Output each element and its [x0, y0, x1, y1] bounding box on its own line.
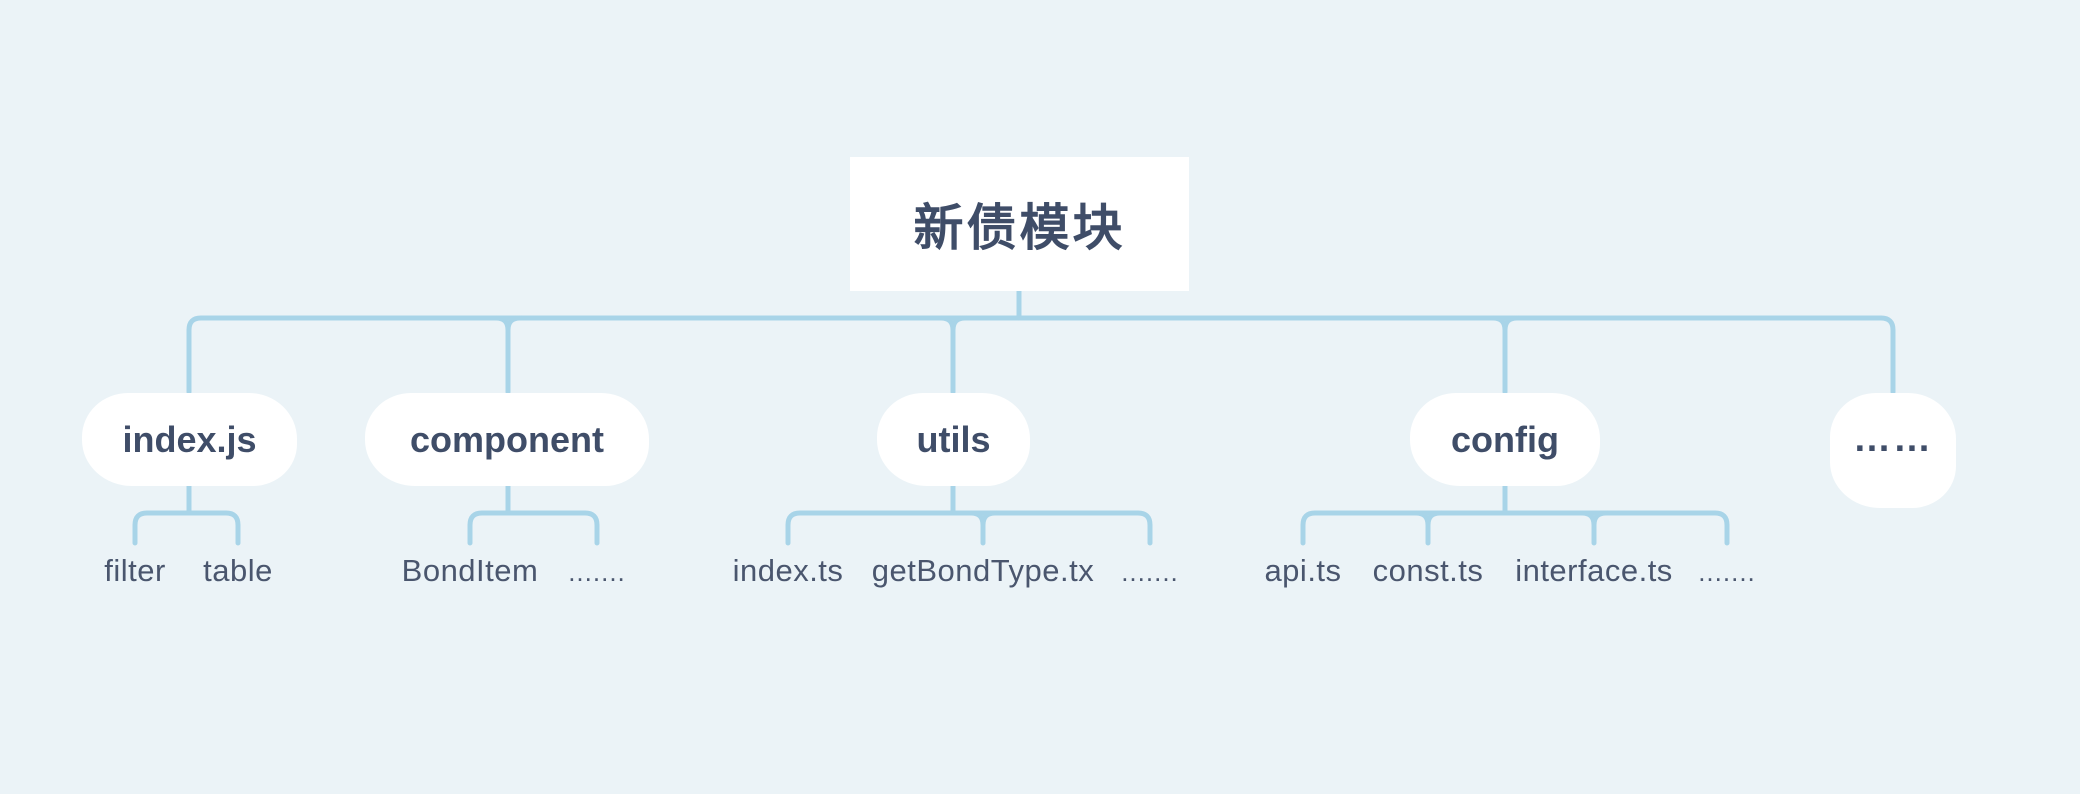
connector-utils-rail: [785, 510, 1153, 546]
leaf-node-table[interactable]: table: [203, 553, 273, 588]
leaf-node-constts[interactable]: const.ts: [1372, 553, 1484, 588]
leaf-node-config-more[interactable]: .......: [1698, 557, 1756, 587]
leaf-node-getbondtype[interactable]: getBondType.tx: [871, 553, 1095, 588]
connector-config-mid-drop-2: [1579, 510, 1609, 546]
leaf-node-bonditem[interactable]: BondItem: [401, 553, 539, 588]
root-node[interactable]: 新债模块: [850, 157, 1189, 291]
connector-config-children: [1300, 483, 1730, 546]
leaf-node-indexts[interactable]: index.ts: [732, 553, 844, 588]
leaf-node-filter[interactable]: filter: [104, 553, 166, 588]
connector-indexjs-rail: [132, 510, 241, 546]
connector-indexjs-children: [132, 483, 241, 546]
connector-component-children: [467, 483, 600, 546]
connector-root-rail: [186, 288, 1896, 395]
leaf-node-interfacets[interactable]: interface.ts: [1515, 553, 1673, 588]
connector-config-mid-drop-1: [1413, 510, 1443, 546]
connector-utils-mid-drop: [968, 510, 998, 546]
connector-to-indexjs: [186, 315, 1022, 395]
branch-node-more[interactable]: ……: [1830, 393, 1956, 508]
leaf-node-apits[interactable]: api.ts: [1264, 553, 1342, 588]
connector-to-utils: [938, 315, 968, 395]
branch-node-config[interactable]: config: [1410, 393, 1600, 486]
branch-node-indexjs[interactable]: index.js: [82, 393, 297, 486]
leaf-node-utils-more[interactable]: .......: [1121, 557, 1179, 587]
connector-to-more: [1016, 315, 1896, 395]
connector-utils-children: [785, 483, 1153, 546]
connector-to-component: [493, 315, 523, 395]
connector-component-rail: [467, 510, 600, 546]
branch-node-utils[interactable]: utils: [877, 393, 1030, 486]
branch-node-component[interactable]: component: [365, 393, 649, 486]
connector-config-rail: [1300, 510, 1730, 546]
leaf-node-component-more[interactable]: .......: [568, 557, 626, 587]
connector-to-config: [1490, 315, 1520, 395]
